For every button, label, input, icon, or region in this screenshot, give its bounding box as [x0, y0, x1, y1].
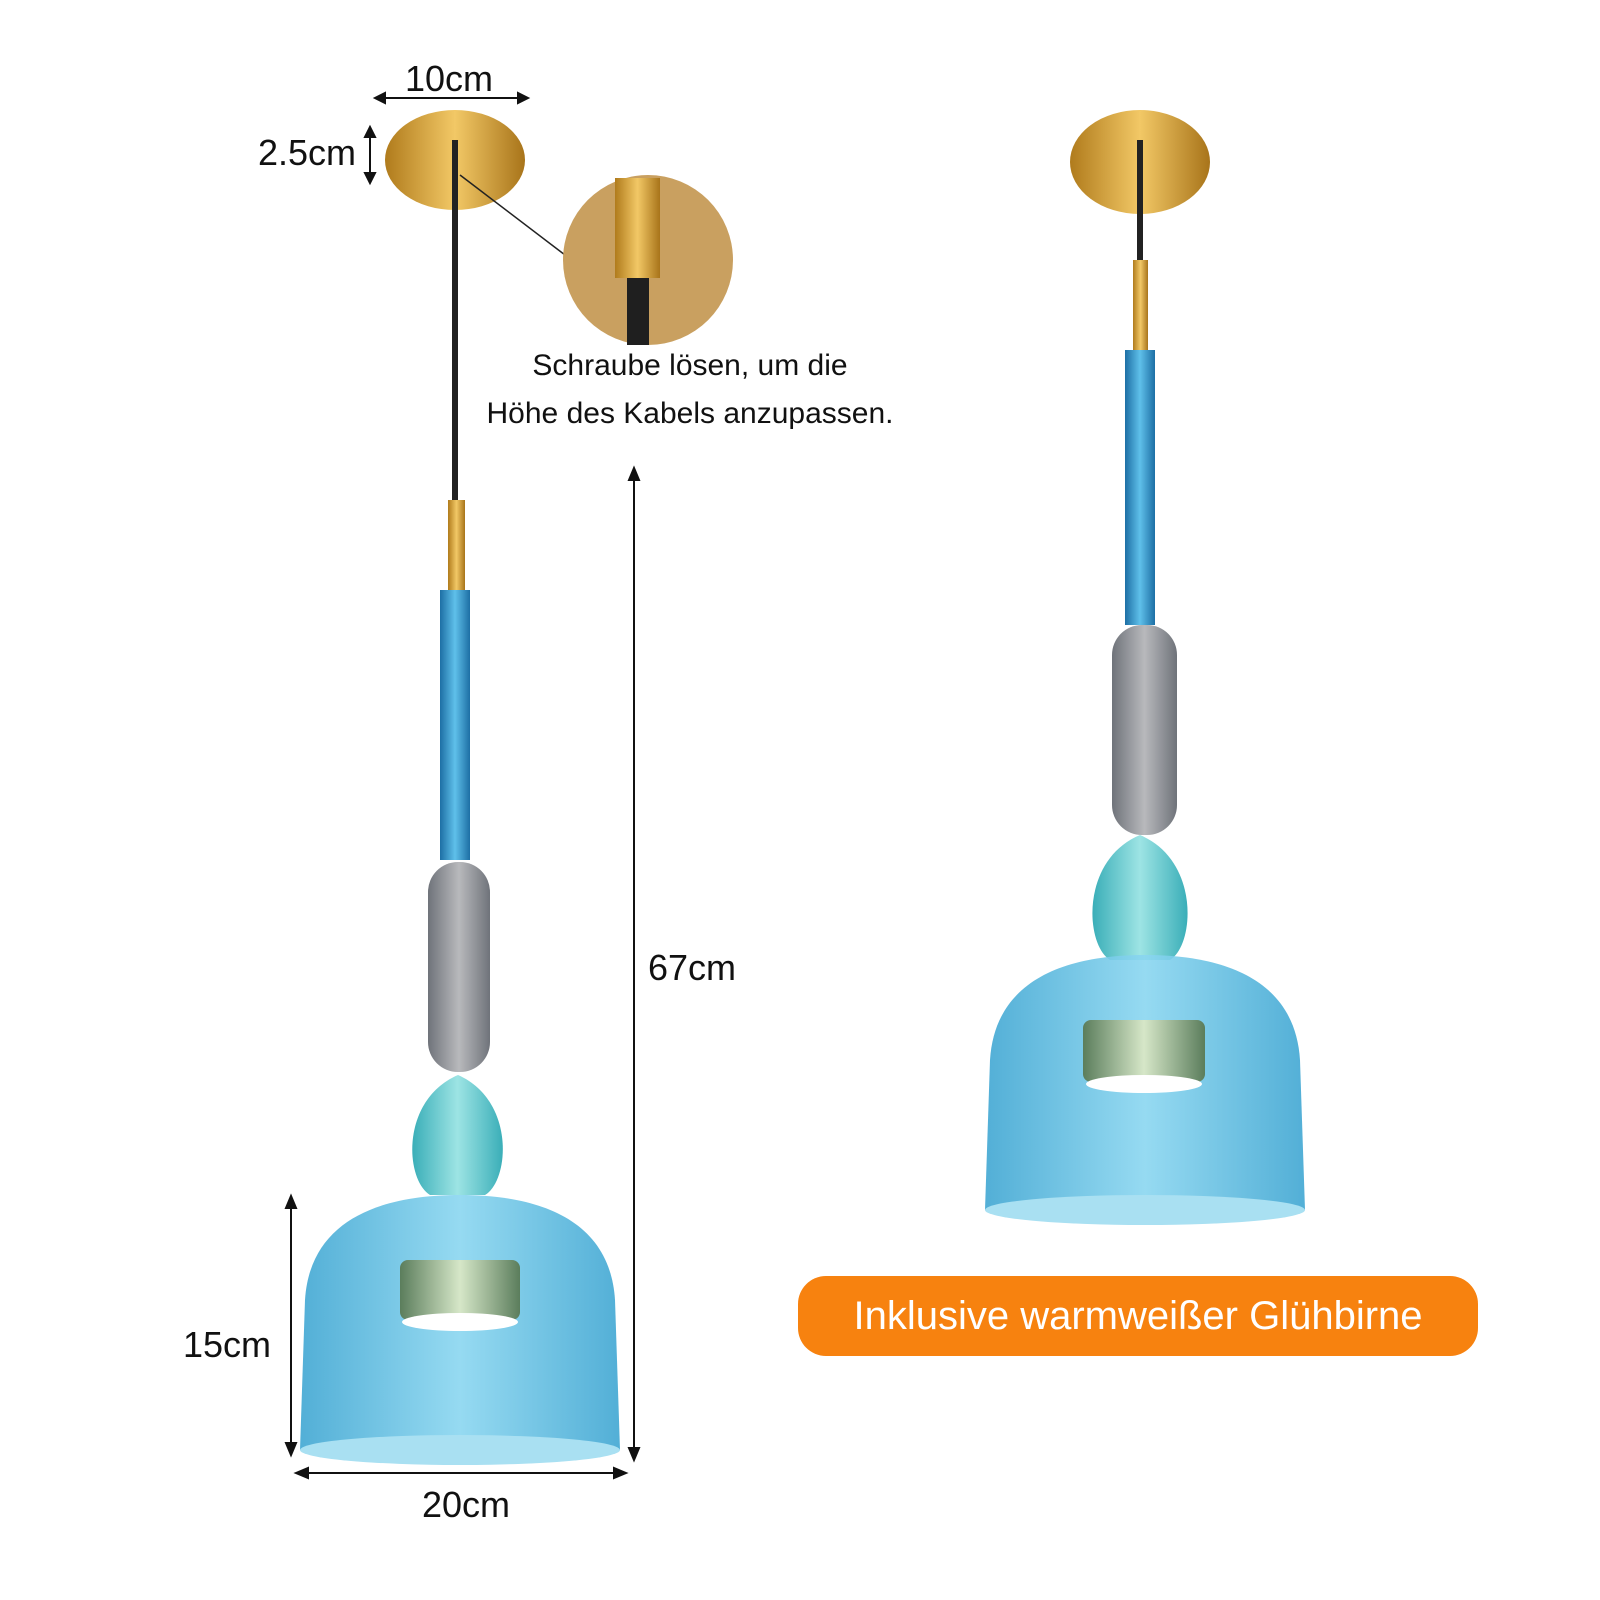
bulb-included-badge: Inklusive warmweißer Glühbirne [798, 1276, 1478, 1356]
shade-height-label: 15cm [183, 1324, 272, 1365]
total-height-label: 67cm [648, 947, 737, 988]
dimension-lines [284, 91, 641, 1480]
lamp-right [985, 110, 1305, 1225]
canopy-height-label: 2.5cm [258, 132, 357, 173]
screw-detail-bubble [459, 174, 733, 345]
canopy-width-label: 10cm [405, 58, 494, 99]
adjust-cable-note: Schraube lösen, um die Höhe des Kabels a… [460, 342, 920, 438]
lamp-left [300, 110, 620, 1465]
shade-width-label: 20cm [422, 1484, 511, 1525]
note-line-2: Höhe des Kabels anzupassen. [486, 397, 894, 430]
note-line-1: Schraube lösen, um die [532, 349, 848, 382]
